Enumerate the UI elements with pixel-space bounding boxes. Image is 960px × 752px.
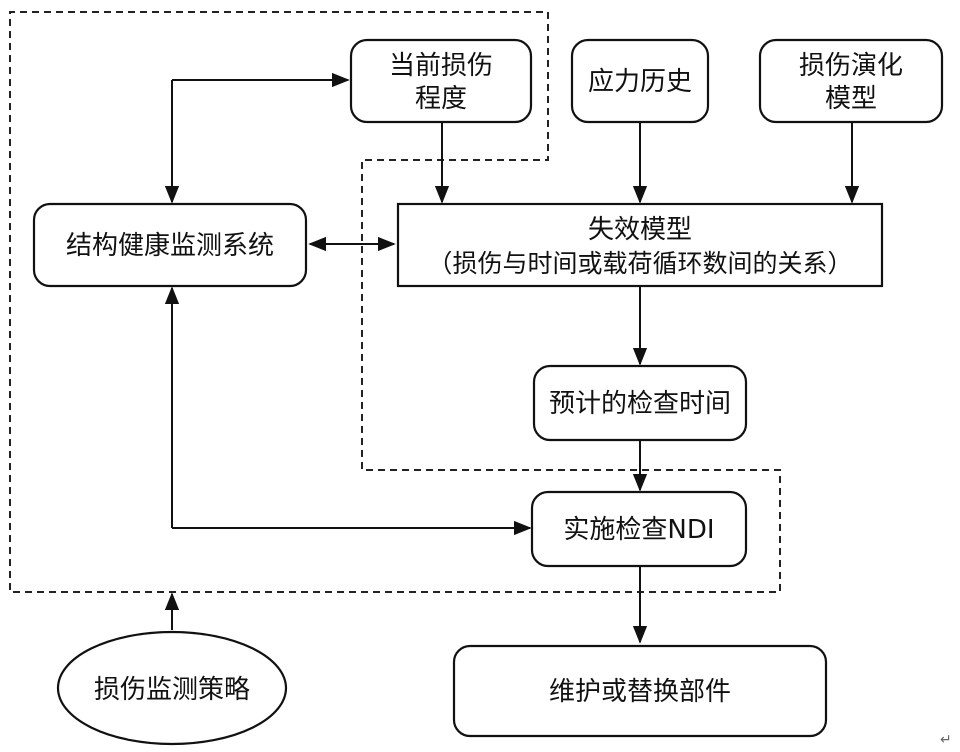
node-predicted-time: 预计的检查时间: [532, 364, 748, 442]
node-damage-model: 损伤演化 模型: [758, 38, 944, 124]
damage-model-line1: 损伤演化: [799, 51, 903, 81]
ndi-label: 实施检查NDI: [563, 515, 714, 545]
node-ndi: 实施检查NDI: [530, 490, 748, 568]
failure-model-line2: （损伤与时间或载荷循环数间的关系）: [427, 249, 852, 278]
predicted-time-label: 预计的检查时间: [549, 389, 731, 419]
node-strategy: 损伤监测策略: [56, 630, 288, 746]
node-current-damage: 当前损伤 程度: [349, 38, 533, 124]
current-damage-line2: 程度: [415, 84, 467, 114]
node-shm-system: 结构健康监测系统: [32, 202, 308, 288]
dashed-boundary-left: [9, 11, 781, 593]
stress-history-label: 应力历史: [588, 67, 692, 97]
node-stress-history: 应力历史: [570, 38, 710, 124]
strategy-label: 损伤监测策略: [94, 675, 250, 705]
shm-system-label: 结构健康监测系统: [66, 231, 274, 261]
paragraph-mark: ↵: [940, 732, 952, 748]
node-maintenance: 维护或替换部件: [452, 644, 828, 738]
current-damage-line1: 当前损伤: [389, 51, 493, 81]
damage-model-line2: 模型: [825, 84, 877, 114]
node-failure-model: 失效模型 （损伤与时间或载荷循环数间的关系）: [396, 202, 884, 288]
maintenance-label: 维护或替换部件: [549, 677, 731, 707]
failure-model-line1: 失效模型: [588, 215, 692, 245]
